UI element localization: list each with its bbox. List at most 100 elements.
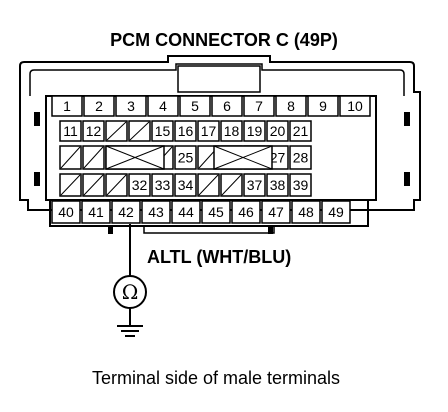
pin-empty	[220, 173, 243, 197]
wire-label: ALTL (WHT/BLU)	[147, 247, 291, 267]
pin-cell	[174, 145, 197, 170]
pin-cell	[174, 120, 197, 142]
diagram-title: PCM CONNECTOR C (49P)	[110, 30, 338, 50]
probe-circuit: Ω	[113, 224, 147, 337]
pin-blank-mark	[198, 174, 219, 196]
pin-number: 34	[178, 177, 194, 193]
ground-icon	[117, 325, 143, 337]
pin-empty	[105, 120, 128, 142]
pin-2: 2	[83, 95, 115, 117]
pin-cell	[220, 120, 243, 142]
pin-blank-mark	[106, 121, 127, 141]
pin-number: 38	[270, 177, 286, 193]
pin-number: 2	[95, 98, 103, 114]
pin-number: 15	[155, 123, 171, 139]
pin-number: 49	[328, 204, 344, 220]
pin-cell	[291, 200, 321, 224]
pin-7: 7	[243, 95, 275, 117]
pin-empty	[197, 173, 220, 197]
pin-cell	[174, 173, 197, 197]
pin-number: 6	[223, 98, 231, 114]
pin-number: 19	[247, 123, 263, 139]
pin-number: 32	[132, 177, 148, 193]
lip-flange	[143, 225, 275, 234]
zone-x-2	[105, 145, 165, 170]
pin-49: 49	[321, 200, 351, 224]
pin-number: 45	[208, 204, 224, 220]
pin-number: 43	[148, 204, 164, 220]
pin-empty	[82, 145, 105, 170]
pin-38: 38	[266, 173, 289, 197]
pin-blank-mark	[221, 174, 242, 196]
pin-cell	[197, 120, 220, 142]
pin-blank-mark	[60, 146, 81, 169]
pin-cell	[115, 95, 147, 117]
pin-42: 42	[111, 200, 141, 224]
pin-15: 15	[151, 120, 174, 142]
pin-number: 5	[191, 98, 199, 114]
pin-number: 40	[58, 204, 74, 220]
pin-empty	[59, 173, 82, 197]
pin-cell	[289, 120, 312, 142]
pin-43: 43	[141, 200, 171, 224]
pin-cell	[266, 173, 289, 197]
pin-46: 46	[231, 200, 261, 224]
pin-cell	[243, 173, 266, 197]
pin-9: 9	[307, 95, 339, 117]
blank-zone-2	[213, 145, 273, 170]
pin-8: 8	[275, 95, 307, 117]
pin-33: 33	[151, 173, 174, 197]
pin-cell	[141, 200, 171, 224]
pin-number: 47	[268, 204, 284, 220]
pin-40: 40	[51, 200, 81, 224]
pin-cell	[339, 95, 371, 117]
pin-number: 12	[86, 123, 102, 139]
pin-number: 18	[224, 123, 240, 139]
pin-number: 28	[293, 150, 309, 166]
lock-tab-right-lower	[404, 172, 410, 186]
pin-empty	[82, 173, 105, 197]
pin-number: 42	[118, 204, 134, 220]
pin-4: 4	[147, 95, 179, 117]
lock-tab-left-lower	[34, 172, 40, 186]
pin-number: 17	[201, 123, 217, 139]
pin-cell	[211, 95, 243, 117]
pin-1: 1	[51, 95, 83, 117]
connector-housing	[19, 55, 421, 234]
pin-cell	[128, 173, 151, 197]
pin-number: 33	[155, 177, 171, 193]
pin-blank-mark	[83, 174, 104, 196]
pin-cell	[51, 200, 81, 224]
pin-empty	[105, 173, 128, 197]
pin-18: 18	[220, 120, 243, 142]
pin-number: 8	[287, 98, 295, 114]
ohm-symbol: Ω	[122, 280, 139, 304]
pin-number: 11	[63, 123, 78, 139]
pin-16: 16	[174, 120, 197, 142]
pin-number: 21	[293, 123, 309, 139]
pin-21: 21	[289, 120, 312, 142]
pin-12: 12	[82, 120, 105, 142]
pin-37: 37	[243, 173, 266, 197]
pin-45: 45	[201, 200, 231, 224]
pin-cell	[82, 120, 105, 142]
foot-left	[108, 226, 113, 234]
pin-grid: 1234567891011121516171819202124252627283…	[51, 95, 371, 224]
pin-number: 1	[63, 98, 71, 114]
pin-19: 19	[243, 120, 266, 142]
pin-blank-mark	[129, 121, 150, 141]
caption: Terminal side of male terminals	[92, 368, 340, 388]
zone-x-2	[213, 145, 273, 170]
pin-cell	[201, 200, 231, 224]
pin-39: 39	[289, 173, 312, 197]
pin-empty	[59, 145, 82, 170]
pin-6: 6	[211, 95, 243, 117]
pin-11: 11	[59, 120, 82, 142]
pin-number: 37	[247, 177, 263, 193]
lock-tab-left	[34, 112, 40, 126]
pin-blank-mark	[83, 146, 104, 169]
pin-cell	[83, 95, 115, 117]
latch-tab	[177, 65, 261, 93]
pin-number: 48	[298, 204, 314, 220]
